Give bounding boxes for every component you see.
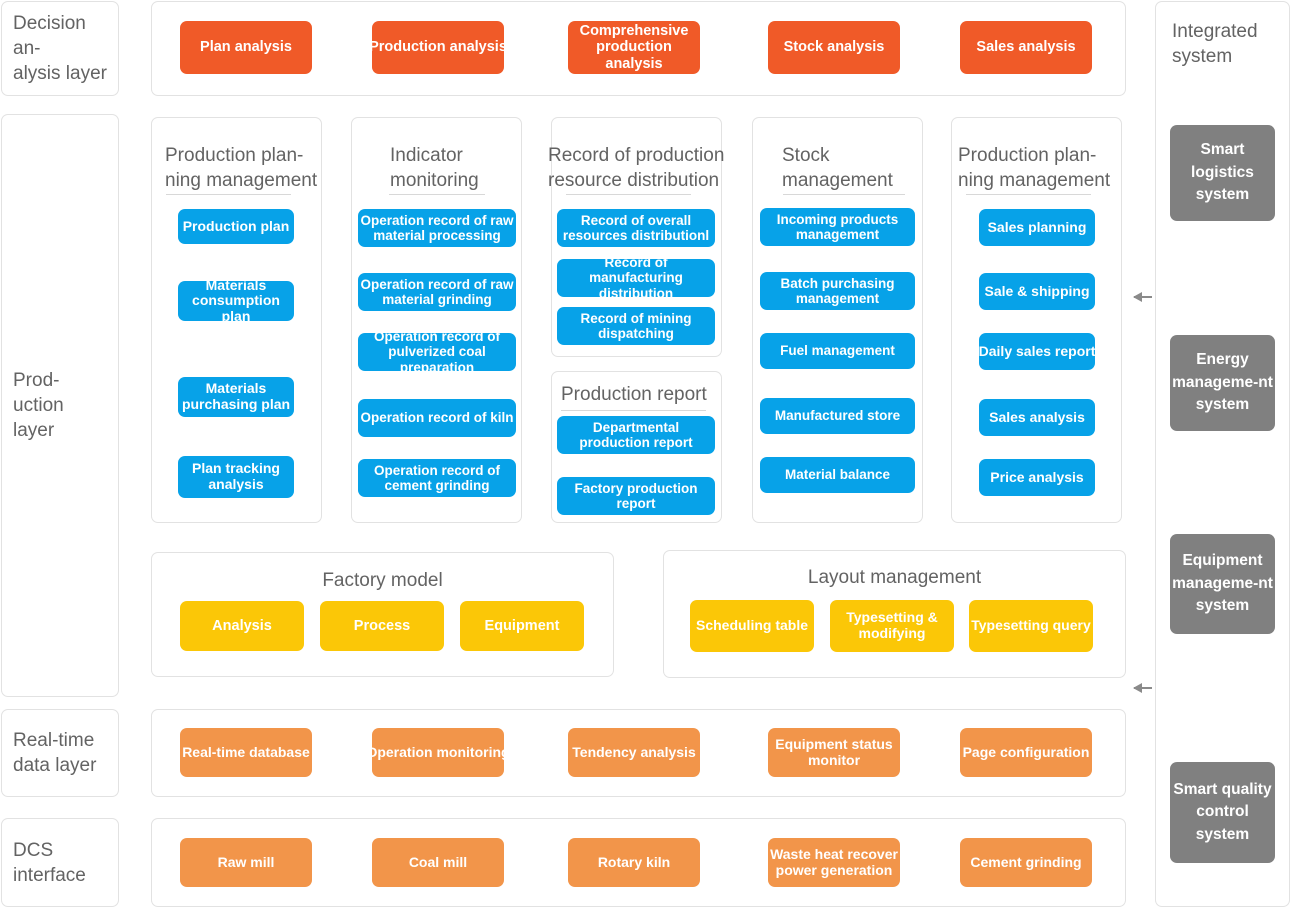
integrated-to-production-arrow (1133, 292, 1152, 302)
chip-energy-management-system[interactable]: Energy manageme-nt system (1170, 335, 1275, 431)
chip-operation-record-raw-material-processing[interactable]: Operation record of raw material process… (358, 209, 516, 247)
group-title-factory-model: Factory model (322, 570, 443, 591)
chip-factory-model-equipment[interactable]: Equipment (460, 601, 584, 651)
group-title-production-planning-management: Production plan- ning management (165, 145, 318, 191)
dcs-label-line2: interface (13, 864, 86, 886)
group-title-sales-planning-management: Production plan- ning management (958, 145, 1111, 191)
decision-label-line1: Decision an- (13, 13, 86, 59)
group-title-rule (966, 194, 1091, 195)
chip-batch-purchasing-management[interactable]: Batch purchasing management (760, 272, 915, 310)
chip-equipment-management-system[interactable]: Equipment manageme-nt system (1170, 534, 1275, 634)
realtime-label-line1: Real-time (13, 730, 95, 751)
chip-record-overall-resources-distribution[interactable]: Record of overall resources distribution… (557, 209, 715, 247)
layer-label-realtime: Real-time data layer (1, 709, 119, 797)
chip-operation-record-raw-material-grinding[interactable]: Operation record of raw material grindin… (358, 273, 516, 311)
group-title-layout-management: Layout management (807, 567, 982, 588)
production-label-line3: layer (13, 420, 55, 441)
chip-plan-tracking-analysis[interactable]: Plan tracking analysis (178, 456, 294, 498)
chip-smart-logistics-system[interactable]: Smart logistics system (1170, 125, 1275, 221)
group-title-stock-management: Stock management (782, 145, 893, 191)
chip-sales-analysis[interactable]: Sales analysis (979, 399, 1095, 436)
chip-price-analysis[interactable]: Price analysis (979, 459, 1095, 496)
integrated-to-model-arrow (1133, 683, 1152, 693)
decision-chip-sales-analysis[interactable]: Sales analysis (960, 21, 1092, 74)
decision-label-line2: alysis layer (13, 63, 107, 84)
chip-operation-monitoring[interactable]: Operation monitoring (372, 728, 504, 777)
chip-fuel-management[interactable]: Fuel management (760, 333, 915, 369)
chip-cement-grinding[interactable]: Cement grinding (960, 838, 1092, 887)
group-title-rule (166, 194, 291, 195)
group-title-record-of-production-resource-distribution: Record of production resource distributi… (548, 145, 725, 191)
chip-real-time-database[interactable]: Real-time database (180, 728, 312, 777)
chip-raw-mill[interactable]: Raw mill (180, 838, 312, 887)
dcs-label-line1: DCS (13, 839, 54, 861)
chip-manufactured-store[interactable]: Manufactured store (760, 398, 915, 434)
chip-production-plan[interactable]: Production plan (178, 209, 294, 244)
chip-typesetting-and-modifying[interactable]: Typesetting & modifying (830, 600, 954, 652)
chip-factory-model-analysis[interactable]: Analysis (180, 601, 304, 651)
decision-chip-plan-analysis[interactable]: Plan analysis (180, 21, 312, 74)
chip-departmental-production-report[interactable]: Departmental production report (557, 416, 715, 454)
layer-label-production: Prod- uction layer (1, 114, 119, 697)
group-title-rule (783, 194, 905, 195)
chip-record-mining-dispatching[interactable]: Record of mining dispatching (557, 307, 715, 345)
chip-operation-record-of-kiln[interactable]: Operation record of kiln (358, 399, 516, 437)
layer-label-dcs: DCS interface (1, 818, 119, 907)
chip-waste-heat-recover-power-generation[interactable]: Waste heat recover power generation (768, 838, 900, 887)
group-title-indicator-monitoring: Indicator monitoring (390, 145, 479, 191)
chip-factory-model-process[interactable]: Process (320, 601, 444, 651)
group-title-rule (561, 410, 706, 411)
group-panel-sales-planning-management (951, 117, 1122, 523)
group-panel-indicator-monitoring (351, 117, 522, 523)
chip-rotary-kiln[interactable]: Rotary kiln (568, 838, 700, 887)
decision-chip-comprehensive-production-analysis[interactable]: Comprehensive production analysis (568, 21, 700, 74)
chip-coal-mill[interactable]: Coal mill (372, 838, 504, 887)
layer-label-decision: Decision an- alysis layer (1, 1, 119, 96)
decision-chip-production-analysis[interactable]: Production analysis (372, 21, 504, 74)
production-label-line2: uction (13, 395, 64, 416)
chip-sales-planning[interactable]: Sales planning (979, 209, 1095, 246)
chip-sale-and-shipping[interactable]: Sale & shipping (979, 273, 1095, 310)
chip-material-balance[interactable]: Material balance (760, 457, 915, 493)
chip-typesetting-query[interactable]: Typesetting query (969, 600, 1093, 652)
decision-chip-stock-analysis[interactable]: Stock analysis (768, 21, 900, 74)
chip-record-manufacturing-distribution[interactable]: Record of manufacturing distribution (557, 259, 715, 297)
integrated-system-title: Integrated system (1172, 21, 1258, 67)
group-panel-stock-management (752, 117, 923, 523)
group-title-rule (566, 194, 691, 195)
chip-tendency-analysis[interactable]: Tendency analysis (568, 728, 700, 777)
chip-incoming-products-management[interactable]: Incoming products management (760, 208, 915, 246)
chip-materials-consumption-plan[interactable]: Materials consumption plan (178, 281, 294, 321)
chip-smart-quality-control-system[interactable]: Smart quality control system (1170, 762, 1275, 863)
chip-operation-record-cement-grinding[interactable]: Operation record of cement grinding (358, 459, 516, 497)
chip-operation-record-pulverized-coal-preparation[interactable]: Operation record of pulverized coal prep… (358, 333, 516, 371)
chip-scheduling-table[interactable]: Scheduling table (690, 600, 814, 652)
group-title-production-report: Production report (561, 384, 707, 405)
chip-factory-production-report[interactable]: Factory production report (557, 477, 715, 515)
chip-equipment-status-monitor[interactable]: Equipment status monitor (768, 728, 900, 777)
production-label-line1: Prod- (13, 370, 60, 391)
chip-daily-sales-report[interactable]: Daily sales report (979, 333, 1095, 370)
chip-materials-purchasing-plan[interactable]: Materials purchasing plan (178, 377, 294, 417)
chip-page-configuration[interactable]: Page configuration (960, 728, 1092, 777)
group-title-rule (389, 194, 485, 195)
realtime-label-line2: data layer (13, 755, 97, 776)
